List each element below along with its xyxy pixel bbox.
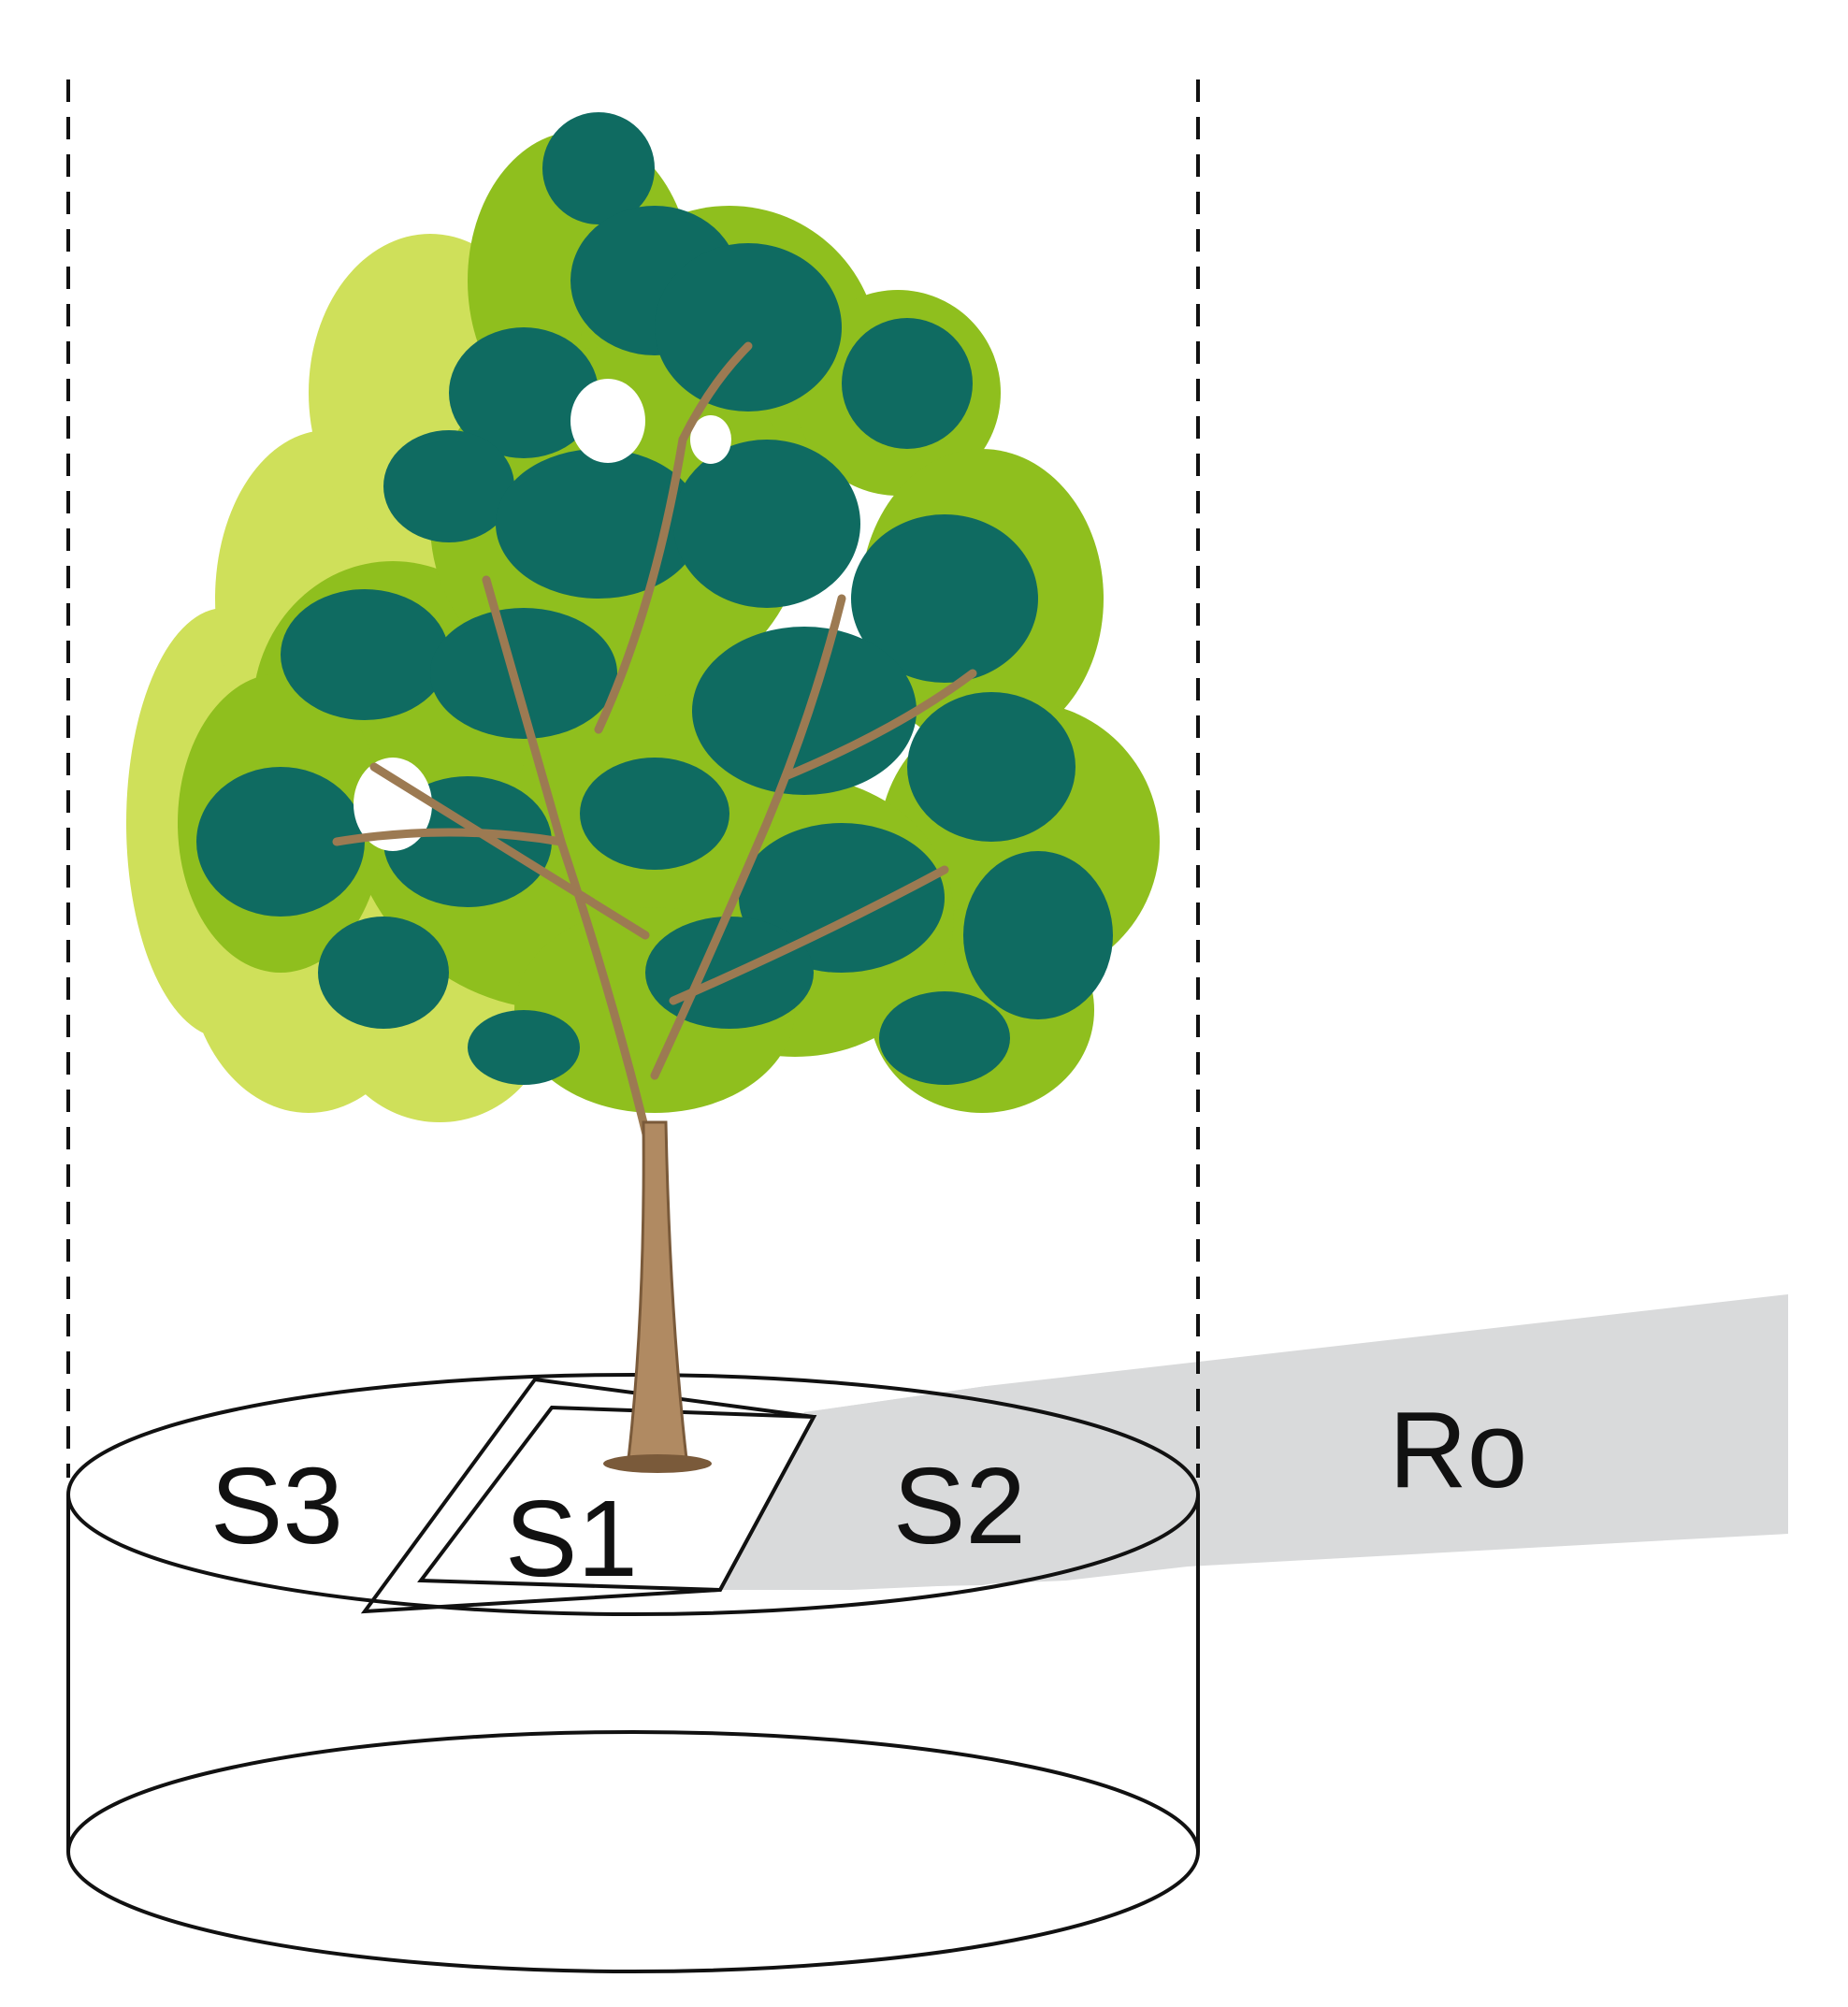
label-s1: S1 — [505, 1478, 638, 1599]
label-ro: Ro — [1389, 1389, 1527, 1510]
tree-trunk — [627, 1120, 688, 1461]
label-s2: S2 — [893, 1445, 1026, 1567]
trunk-base-shadow — [603, 1454, 712, 1473]
cylinder-top-ellipse — [66, 1373, 1200, 1616]
label-s3: S3 — [210, 1445, 343, 1567]
s1-inner-square — [417, 1405, 817, 1593]
tree-branches — [332, 341, 977, 1174]
cylinder-bottom-ellipse — [66, 1730, 1200, 1973]
canopy-dark — [196, 112, 1113, 1085]
s2-shaded-region — [720, 1386, 1188, 1590]
canopy-gaps — [354, 379, 731, 851]
tree-illustration — [126, 112, 1160, 1473]
